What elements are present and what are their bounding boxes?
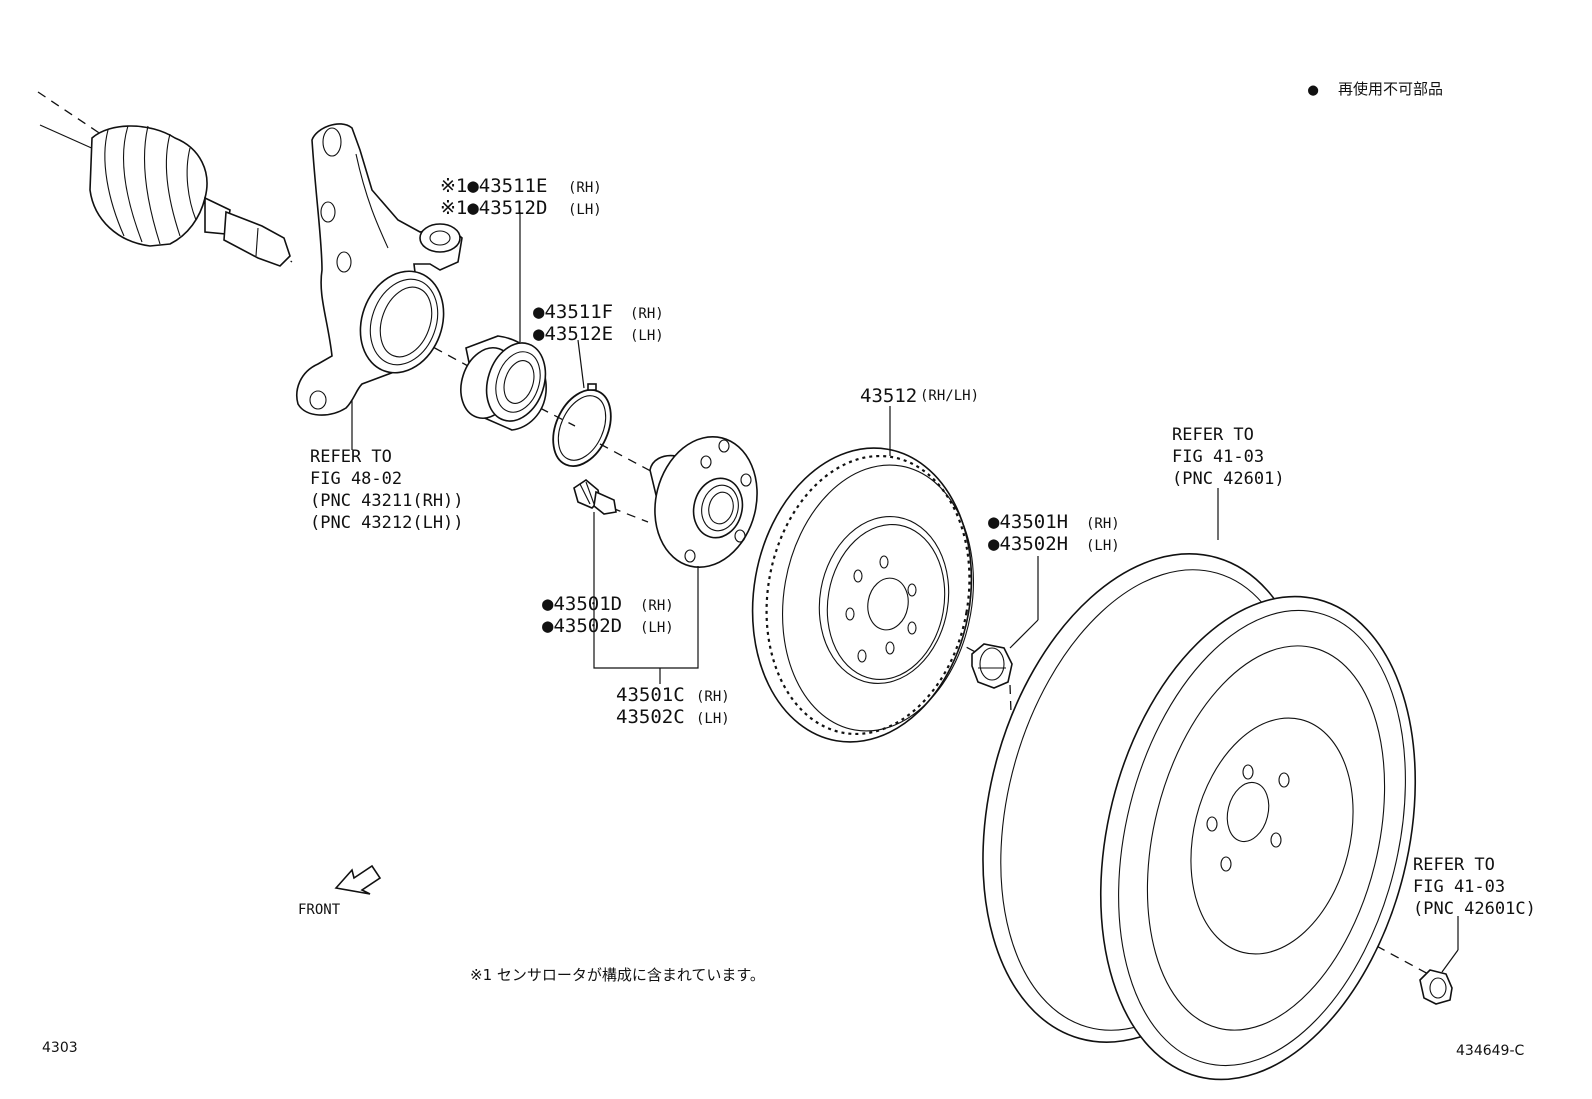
wheel — [982, 553, 1417, 1081]
callout-hub-bearing-suffix1: (RH) — [568, 180, 602, 196]
drive-shaft — [39, 124, 291, 267]
callout-snap-ring-suffix2: (LH) — [630, 328, 664, 344]
callout-hub-bearing-line1: ※1●43511E — [440, 175, 547, 197]
wheel-ref-line2: FIG 41-03 — [1172, 447, 1264, 467]
figure-code: 434649-C — [1456, 1043, 1524, 1059]
callout-snap-ring: ●43511F (RH) ●43512E (LH) — [533, 301, 664, 345]
callout-disc-number: 43512 — [860, 385, 917, 407]
hub-nut — [971, 643, 1013, 689]
steering-knuckle — [296, 123, 463, 416]
callout-snap-ring-suffix1: (RH) — [630, 306, 664, 322]
callout-hub-bolt: ●43501D (RH) ●43502D (LH) — [542, 593, 674, 637]
callout-hub-bolt-suffix1: (RH) — [640, 598, 674, 614]
wheel-nut-ref-line3: (PNC 42601C) — [1413, 899, 1536, 919]
hub-bolt — [573, 479, 617, 515]
callout-hub-bolt-suffix2: (LH) — [640, 620, 674, 636]
callout-disc-suffix: (RH/LH) — [920, 388, 979, 404]
callout-hub-bearing-line2: ※1●43512D — [440, 197, 547, 219]
callout-hub-nut-suffix2: (LH) — [1086, 538, 1120, 554]
hub-bearing — [460, 335, 547, 431]
callout-axle-hub: 43501C (RH) 43502C (LH) — [616, 684, 730, 728]
callout-wheel-ref: REFER TO FIG 41-03 (PNC 42601) — [1172, 425, 1285, 489]
callout-hub-nut-line2: ●43502H — [988, 533, 1068, 555]
axle-hub — [649, 436, 758, 568]
callout-axle-hub-suffix1: (RH) — [696, 689, 730, 705]
wheel-nut-ref-line1: REFER TO — [1413, 855, 1495, 875]
callout-hub-bolt-line1: ●43501D — [542, 593, 622, 615]
callout-snap-ring-line1: ●43511F — [533, 301, 613, 323]
wheel-nut — [1419, 969, 1453, 1005]
knuckle-ref-line4: (PNC 43212(LH)) — [310, 513, 464, 533]
page-code: 4303 — [42, 1040, 78, 1056]
callout-axle-hub-line1: 43501C — [616, 684, 685, 706]
wheel-nut-ref-line2: FIG 41-03 — [1413, 877, 1505, 897]
leader-lines — [351, 212, 1459, 973]
brake-disc — [751, 447, 975, 743]
callout-knuckle-ref: REFER TO FIG 48-02 (PNC 43211(RH)) (PNC … — [310, 447, 464, 533]
knuckle-ref-line2: FIG 48-02 — [310, 469, 402, 489]
callout-axle-hub-line2: 43502C — [616, 706, 685, 728]
callout-snap-ring-line2: ●43512E — [533, 323, 613, 345]
footnote: ※1 センサロータが構成に含まれています。 — [470, 966, 765, 984]
callout-hub-bearing-suffix2: (LH) — [568, 202, 602, 218]
legend-text: 再使用不可部品 — [1338, 80, 1443, 98]
legend-bullet: ● — [1308, 80, 1319, 100]
front-direction-arrow — [334, 864, 382, 895]
callout-axle-hub-suffix2: (LH) — [696, 711, 730, 727]
wheel-ref-line1: REFER TO — [1172, 425, 1254, 445]
knuckle-ref-line3: (PNC 43211(RH)) — [310, 491, 464, 511]
front-label: FRONT — [298, 902, 341, 918]
callout-hub-nut-line1: ●43501H — [988, 511, 1068, 533]
knuckle-ref-line1: REFER TO — [310, 447, 392, 467]
wheel-ref-line3: (PNC 42601) — [1172, 469, 1285, 489]
callout-disc: 43512 (RH/LH) — [860, 385, 979, 407]
callout-hub-nut-suffix1: (RH) — [1086, 516, 1120, 532]
callout-hub-nut: ●43501H (RH) ●43502H (LH) — [988, 511, 1120, 555]
callout-hub-bearing: ※1●43511E (RH) ※1●43512D (LH) — [440, 175, 602, 219]
legend: ● 再使用不可部品 — [1308, 80, 1443, 100]
callout-wheel-nut-ref: REFER TO FIG 41-03 (PNC 42601C) — [1413, 855, 1536, 919]
snap-ring — [552, 383, 612, 467]
callout-hub-bolt-line2: ●43502D — [542, 615, 622, 637]
